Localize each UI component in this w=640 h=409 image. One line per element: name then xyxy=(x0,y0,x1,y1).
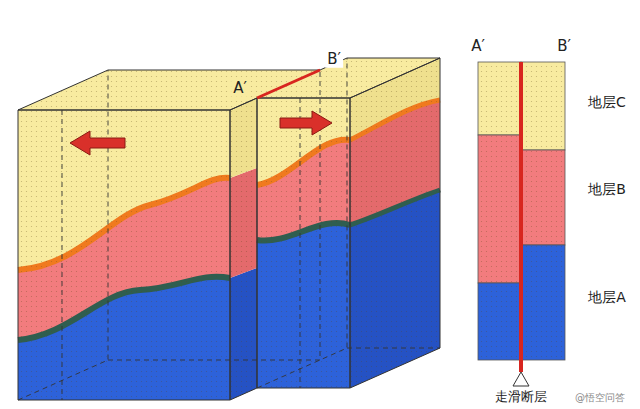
block-outlines-part xyxy=(350,58,440,388)
hidden-edges-part xyxy=(300,98,301,388)
block-outlines-part xyxy=(257,58,440,98)
top-faces-part xyxy=(18,70,320,110)
block-outlines xyxy=(18,58,440,400)
block-outlines-part xyxy=(18,70,320,110)
fault-name: 走滑断层 xyxy=(493,390,549,404)
fault-face xyxy=(230,98,257,400)
watermark: @悟空问答 xyxy=(573,392,627,403)
section-end-label: A′ xyxy=(469,38,487,55)
hidden-edges-part xyxy=(62,110,63,400)
fault-end-label: A′ xyxy=(231,80,249,97)
motion-arrows xyxy=(70,111,332,155)
fault-trace-part xyxy=(257,70,320,98)
cross-section-part xyxy=(513,372,529,386)
top-faces-part xyxy=(257,58,440,98)
top-faces-part xyxy=(257,58,440,98)
hidden-edges-part xyxy=(347,348,440,349)
fault-face-part xyxy=(230,98,257,400)
section-end-label: B′ xyxy=(555,38,573,55)
stratum-label: 地层C xyxy=(586,95,628,110)
right-block-front-face-part xyxy=(257,98,350,388)
stratum-label: 地层B xyxy=(586,182,628,197)
cross-section xyxy=(478,62,565,386)
right-block-front-face-part xyxy=(257,98,350,388)
hidden-edges-part xyxy=(108,70,320,360)
motion-arrows-part xyxy=(280,111,332,135)
top-faces xyxy=(18,58,440,110)
right-block-side-face-part xyxy=(350,58,440,388)
block-outlines-part xyxy=(230,98,257,400)
cross-section-part xyxy=(519,62,523,372)
right-block-side-face-part xyxy=(350,58,440,388)
fault-end-label: B′ xyxy=(325,51,343,68)
block-outlines-part xyxy=(18,110,230,400)
block-outlines-part xyxy=(257,98,350,388)
left-block-front-face-part xyxy=(18,110,230,400)
top-faces-part xyxy=(18,70,320,110)
left-block-front-face-part xyxy=(18,110,230,400)
right-block-front-face xyxy=(257,98,350,388)
hidden-edges-part xyxy=(18,70,108,400)
hidden-edges xyxy=(18,58,440,400)
right-block-side-face xyxy=(350,58,440,388)
left-block-front-face xyxy=(18,110,230,400)
hidden-edges-part xyxy=(257,58,347,388)
motion-arrows-part xyxy=(70,131,125,155)
stratum-label: 地层A xyxy=(586,290,628,305)
fault-trace xyxy=(257,70,320,98)
